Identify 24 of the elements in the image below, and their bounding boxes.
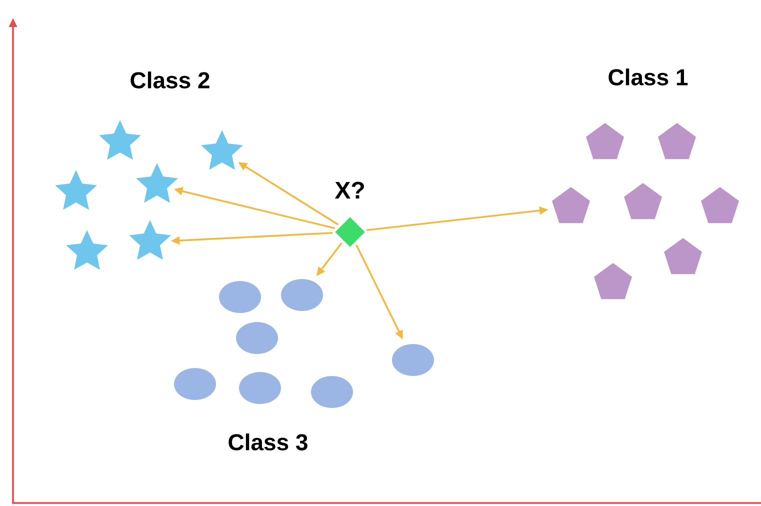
ellipse-point <box>239 372 281 404</box>
star-point <box>129 220 171 260</box>
class-label: Class 2 <box>130 72 210 88</box>
ellipse-point <box>219 281 261 313</box>
pentagon-point <box>552 187 590 224</box>
star-point <box>201 130 243 170</box>
pentagon-point <box>586 123 624 160</box>
star-point <box>66 230 108 270</box>
star-point <box>136 163 178 203</box>
ellipse-point <box>174 368 216 400</box>
point-label: X? <box>334 182 364 198</box>
ellipse-point <box>392 344 434 376</box>
pentagon-point <box>594 263 632 300</box>
class-label: Class 1 <box>608 68 688 86</box>
pentagon-point <box>700 187 740 224</box>
class-label: Class 3 <box>228 434 308 450</box>
star-point <box>99 120 141 160</box>
pentagon-point <box>664 238 702 274</box>
pentagon-point <box>624 183 662 220</box>
ellipse-point <box>236 322 278 354</box>
ellipse-point <box>281 279 323 311</box>
star-point <box>55 170 97 210</box>
ellipse-point <box>311 376 353 408</box>
pentagon-point <box>658 123 696 160</box>
